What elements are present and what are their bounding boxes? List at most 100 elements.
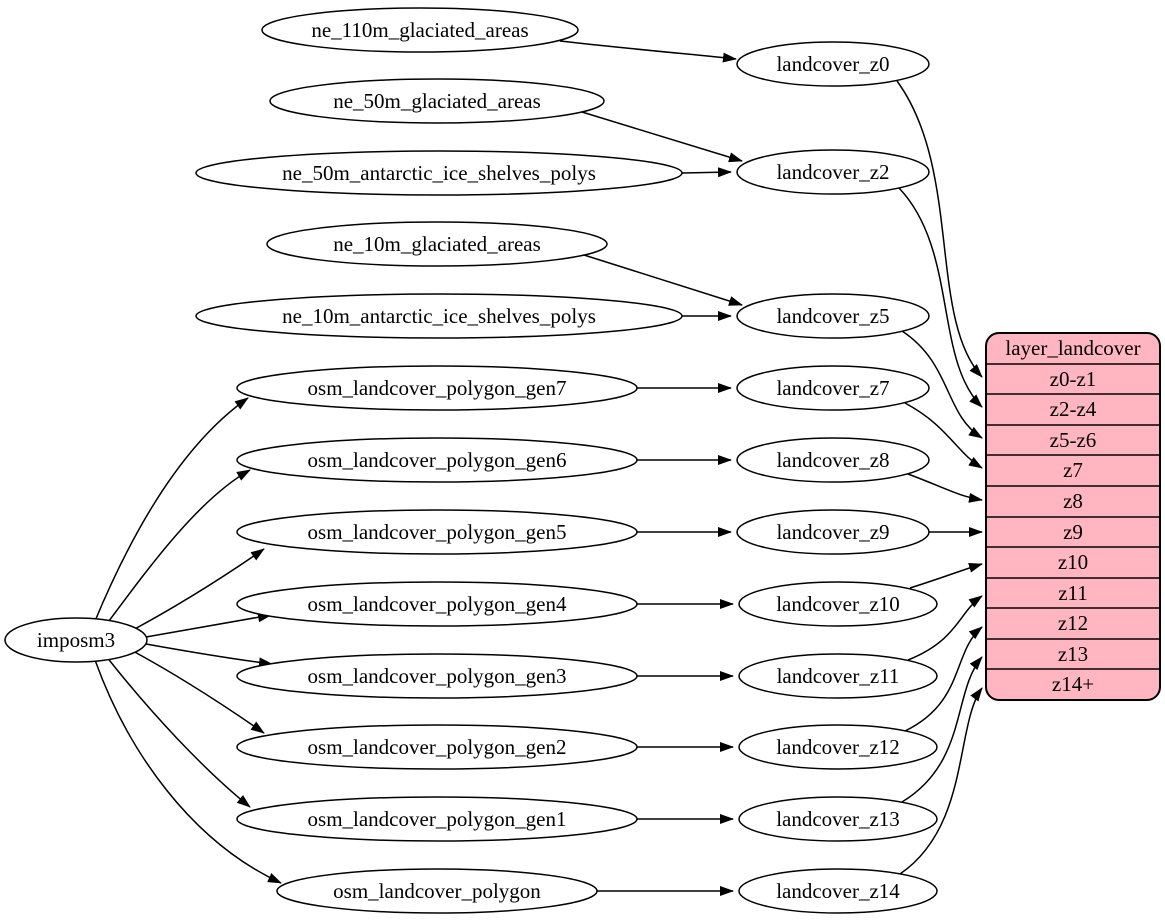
node-ne-110m-glaciated-areas-shape [261, 7, 579, 53]
edge-landcover-z12-to-row-z12 [904, 626, 983, 732]
node-osm-landcover-polygon-gen3-label: osm_landcover_polygon_gen3 [308, 664, 567, 688]
edge-imposm3-to-gen4 [145, 612, 272, 638]
edge-imposm3-to-gen1 [105, 655, 251, 808]
node-landcover-z14: landcover_z14 [738, 868, 938, 914]
edge-imposm3-to-gen7 [94, 397, 249, 622]
node-landcover-z7-shape [736, 365, 930, 411]
node-landcover-z12: landcover_z12 [738, 724, 938, 770]
node-osm-landcover-polygon-gen1: osm_landcover_polygon_gen1 [236, 796, 638, 842]
record-row-z8: z8 [1063, 489, 1083, 513]
edge-landcover-z5-to-row-z5-z6 [901, 330, 983, 439]
node-landcover-z10: landcover_z10 [738, 581, 938, 627]
record-row-z7: z7 [1063, 458, 1083, 482]
edge-landcover-z11-to-row-z11 [907, 595, 983, 661]
node-osm-landcover-polygon-gen5: osm_landcover_polygon_gen5 [236, 509, 638, 555]
node-osm-landcover-polygon-gen7-label: osm_landcover_polygon_gen7 [308, 376, 567, 400]
record-row-z12: z12 [1058, 611, 1088, 635]
node-ne-10m-glaciated-areas-label: ne_10m_glaciated_areas [333, 232, 541, 256]
node-osm-landcover-polygon-shape [276, 868, 598, 914]
node-landcover-z13: landcover_z13 [738, 796, 938, 842]
node-landcover-z5: landcover_z5 [736, 293, 930, 339]
node-landcover-z0-label: landcover_z0 [776, 52, 889, 76]
node-ne-50m-glaciated-areas-shape [269, 78, 605, 124]
node-osm-landcover-polygon-gen1-label: osm_landcover_polygon_gen1 [308, 807, 567, 831]
node-ne-110m-glaciated-areas: ne_110m_glaciated_areas [261, 7, 579, 53]
edge-ne50m-antarctic-to-landcover-z2 [681, 167, 732, 178]
node-landcover-z13-label: landcover_z13 [776, 807, 900, 831]
node-osm-landcover-polygon-gen2: osm_landcover_polygon_gen2 [236, 724, 638, 770]
edge-group-sources [559, 40, 743, 896]
edge-landcover-z7-to-row-z7 [904, 402, 983, 469]
node-osm-landcover-polygon-gen4-shape [236, 581, 638, 627]
node-landcover-z0: landcover_z0 [736, 41, 930, 87]
node-landcover-z5-label: landcover_z5 [776, 304, 889, 328]
node-imposm3-label: imposm3 [37, 628, 115, 652]
node-ne-10m-antarctic-ice-shelves-polys-label: ne_10m_antarctic_ice_shelves_polys [282, 304, 596, 328]
record-row-z14plus: z14+ [1052, 672, 1094, 696]
node-landcover-z13-shape [738, 796, 938, 842]
edge-landcover-z8-to-row-z8 [907, 473, 983, 503]
node-osm-landcover-polygon-gen4-label: osm_landcover_polygon_gen4 [308, 592, 567, 616]
record-row-z5-z6: z5-z6 [1050, 428, 1097, 452]
edge-landcover-z10-to-row-z10 [909, 562, 983, 589]
node-landcover-z0-shape [736, 41, 930, 87]
node-ne-50m-glaciated-areas-label: ne_50m_glaciated_areas [333, 89, 541, 113]
node-osm-landcover-polygon-gen6-shape [236, 437, 638, 483]
node-landcover-z2: landcover_z2 [736, 149, 930, 195]
edge-landcover-z14-to-row-z14plus [899, 687, 983, 875]
node-landcover-z2-shape [736, 149, 930, 195]
node-osm-landcover-polygon-gen4: osm_landcover_polygon_gen4 [236, 581, 638, 627]
node-landcover-z9-shape [736, 509, 930, 555]
edge-group-record [896, 80, 983, 875]
node-landcover-z10-label: landcover_z10 [776, 592, 900, 616]
node-landcover-z8: landcover_z8 [736, 437, 930, 483]
node-landcover-z7-label: landcover_z7 [776, 376, 889, 400]
node-osm-landcover-polygon-gen3: osm_landcover_polygon_gen3 [236, 653, 638, 699]
node-ne-10m-antarctic-ice-shelves-polys-shape [195, 293, 683, 339]
edge-imposm3-to-polygon [94, 659, 282, 884]
node-landcover-z9: landcover_z9 [736, 509, 930, 555]
node-osm-landcover-polygon-gen6-label: osm_landcover_polygon_gen6 [308, 448, 567, 472]
edge-imposm3-to-gen2 [130, 649, 265, 734]
edge-ne50m-glaciated-to-landcover-z2 [581, 111, 743, 163]
record-row-z11: z11 [1058, 581, 1088, 605]
node-landcover-z8-shape [736, 437, 930, 483]
record-row-z13: z13 [1058, 642, 1088, 666]
node-ne-50m-antarctic-ice-shelves-polys: ne_50m_antarctic_ice_shelves_polys [195, 150, 683, 196]
record-row-z2-z4: z2-z4 [1050, 397, 1097, 421]
edge-landcover-z13-to-row-z13 [901, 656, 983, 803]
node-imposm3: imposm3 [4, 617, 148, 663]
node-landcover-z7: landcover_z7 [736, 365, 930, 411]
edge-imposm3-to-gen5 [130, 548, 265, 632]
node-landcover-z10-shape [738, 581, 938, 627]
node-landcover-z5-shape [736, 293, 930, 339]
node-osm-landcover-polygon-gen6: osm_landcover_polygon_gen6 [236, 437, 638, 483]
node-landcover-z2-label: landcover_z2 [776, 160, 889, 184]
edge-group-imposm3-fan [94, 397, 282, 884]
node-ne-50m-glaciated-areas: ne_50m_glaciated_areas [269, 78, 605, 124]
node-ne-50m-antarctic-ice-shelves-polys-label: ne_50m_antarctic_ice_shelves_polys [282, 161, 596, 185]
record-row-z9: z9 [1063, 520, 1083, 544]
record-row-z10: z10 [1058, 550, 1088, 574]
node-landcover-z9-label: landcover_z9 [776, 520, 889, 544]
node-osm-landcover-polygon-gen7: osm_landcover_polygon_gen7 [236, 365, 638, 411]
node-landcover-z8-label: landcover_z8 [776, 448, 889, 472]
node-landcover-z12-shape [738, 724, 938, 770]
node-osm-landcover-polygon: osm_landcover_polygon [276, 868, 598, 914]
node-osm-landcover-polygon-gen7-shape [236, 365, 638, 411]
node-landcover-z14-shape [738, 868, 938, 914]
node-ne-10m-glaciated-areas: ne_10m_glaciated_areas [266, 221, 608, 267]
node-osm-landcover-polygon-gen1-shape [236, 796, 638, 842]
node-osm-landcover-polygon-gen2-shape [236, 724, 638, 770]
node-osm-landcover-polygon-label: osm_landcover_polygon [333, 879, 541, 903]
node-layer-landcover: layer_landcover z0-z1 z2-z4 z5-z6 z7 z8 … [985, 332, 1161, 701]
node-osm-landcover-polygon-gen5-shape [236, 509, 638, 555]
node-osm-landcover-polygon-gen3-shape [236, 653, 638, 699]
edge-imposm3-to-gen6 [105, 469, 251, 626]
edge-ne110m-to-landcover-z0 [559, 40, 737, 63]
node-osm-landcover-polygon-gen5-label: osm_landcover_polygon_gen5 [308, 520, 567, 544]
node-osm-landcover-polygon-gen2-label: osm_landcover_polygon_gen2 [308, 735, 567, 759]
record-title: layer_landcover [1005, 336, 1140, 360]
